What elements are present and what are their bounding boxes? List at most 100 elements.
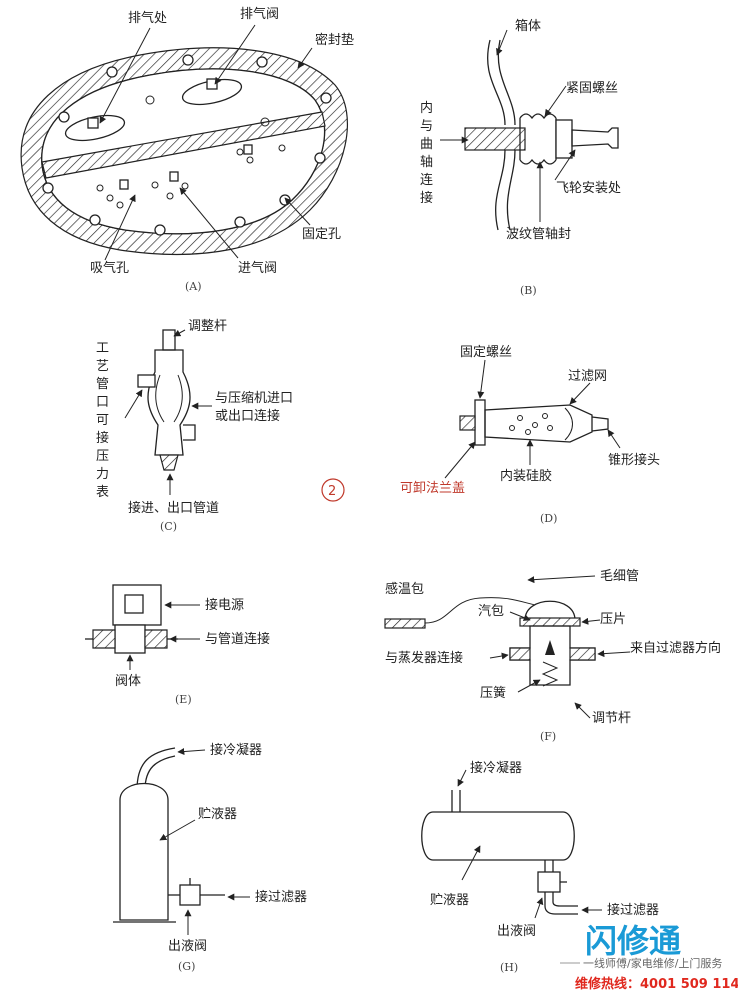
panel-g-caption: (G)	[178, 960, 195, 973]
panel-f-capillary	[424, 597, 541, 624]
panel-a-caption: (A)	[185, 280, 202, 293]
panel-f-label-adjust-rod: 调节杆	[592, 711, 631, 726]
panel-c-side-pipe	[183, 424, 196, 441]
panel-a-label-gasket: 密封垫	[315, 32, 354, 48]
panel-c-tip	[159, 454, 179, 471]
panel-d-flange	[474, 399, 486, 446]
panel-h-caption: (H)	[500, 961, 518, 974]
panel-c: 调整杆 工 艺 管 口 可 接 压 力 表 与压缩机进口 或出口连接 接进、出口…	[96, 319, 293, 533]
panel-d-mesh	[564, 407, 573, 441]
panel-d-label-filter-mesh: 过滤网	[568, 369, 607, 384]
panel-h-outlet-valve	[537, 871, 561, 893]
svg-text:管: 管	[96, 377, 109, 392]
panel-e-label-power: 接电源	[205, 597, 244, 613]
panel-c-label-adjust-rod: 调整杆	[188, 319, 227, 334]
panel-d-caption: (D)	[540, 512, 557, 525]
panel-a-label-exhaust-valve: 排气阀	[240, 6, 279, 22]
panel-c-process-port	[137, 374, 156, 388]
panel-d-label-silica-gel: 内装硅胶	[500, 468, 552, 484]
panel-b-nut	[555, 119, 573, 159]
panel-a-intake-valve-2	[169, 171, 179, 182]
panel-f-caption: (F)	[540, 730, 556, 743]
panel-c-label-compressor-1: 与压缩机进口	[215, 390, 293, 406]
panel-h-receiver	[421, 811, 575, 861]
panel-b-label-fastening-screw: 紧固螺丝	[566, 81, 618, 96]
panel-f-label-evaporator: 与蒸发器连接	[385, 650, 463, 666]
svg-text:力: 力	[96, 467, 109, 482]
panel-d-body	[484, 404, 593, 443]
svg-text:可: 可	[96, 413, 109, 428]
panel-e-caption: (E)	[175, 693, 192, 706]
panel-b-label-box: 箱体	[515, 18, 541, 34]
panel-a-holes	[96, 95, 286, 209]
svg-text:轴: 轴	[420, 155, 433, 170]
panel-d: 固定螺丝 过滤网 可卸法兰盖 内装硅胶 锥形接头 (D)	[400, 345, 660, 525]
panel-a-fixing-holes	[42, 54, 332, 236]
panel-c-inner	[155, 374, 183, 423]
panel-a-label-intake-valve: 进气阀	[238, 260, 277, 276]
panel-f-left-nut	[509, 647, 531, 661]
svg-text:压: 压	[96, 449, 109, 464]
panel-f-label-spring: 压簧	[480, 685, 506, 701]
panel-d-label-removable-flange: 可卸法兰盖	[400, 480, 465, 496]
brand-hotline: 维修热线：4001 509 114	[575, 976, 738, 992]
panel-f-label-capillary: 毛细管	[600, 569, 639, 584]
panel-d-cone	[591, 416, 609, 432]
svg-text:口: 口	[96, 395, 109, 410]
svg-text:曲: 曲	[420, 137, 433, 152]
panel-h-label-outlet-valve: 出液阀	[497, 924, 536, 939]
panel-a-divider	[41, 111, 326, 179]
panel-c-caption: (C)	[160, 520, 177, 533]
panel-h-label-receiver: 贮液器	[430, 893, 469, 908]
panel-h-label-filter: 接过滤器	[607, 902, 659, 918]
svg-text:表: 表	[96, 485, 109, 500]
panel-e-label-pipe: 与管道连接	[205, 631, 270, 647]
panel-f-label-press-plate: 压片	[600, 612, 626, 627]
brand-block: 闪修通 一线师傅/家电维修/上门服务 维修热线：4001 509 114	[560, 922, 738, 992]
panel-g-label-filter: 接过滤器	[255, 889, 307, 905]
panel-b: 箱体 紧固螺丝 内 与 曲 轴 连 接 飞轮安装处 波纹管轴封 (B)	[420, 18, 621, 297]
panel-a: 排气处 排气阀 密封垫 固定孔 吸气孔 进气阀 (A)	[20, 6, 354, 293]
panel-c-body	[147, 349, 191, 456]
panel-a-intake-valve-3	[243, 144, 253, 155]
svg-text:接: 接	[420, 190, 433, 206]
panel-b-caption: (B)	[520, 284, 537, 297]
panel-e-coil-core	[124, 594, 144, 614]
panel-c-label-compressor-2: 或出口连接	[215, 408, 280, 424]
panel-e: 接电源 与管道连接 阀体 (E)	[85, 584, 270, 706]
panel-f-label-bellows: 汽包	[478, 604, 504, 619]
panel-d-silica-dots	[509, 413, 553, 435]
panel-g-outlet-valve	[179, 884, 201, 906]
panel-h-down-pipe	[544, 860, 554, 872]
panel-h-out-pipe	[544, 892, 578, 915]
panel-b-label-flywheel: 飞轮安装处	[556, 181, 621, 196]
panel-h-label-condenser: 接冷凝器	[470, 760, 522, 776]
panel-f-label-sensor-bulb: 感温包	[385, 581, 424, 597]
panel-b-fitting	[571, 127, 619, 149]
brand-name: 闪修通	[585, 922, 681, 960]
panel-a-intake-valve-1	[119, 179, 129, 190]
panel-a-label-fixing-hole: 固定孔	[302, 227, 341, 242]
panel-g: 接冷凝器 贮液器 接过滤器 出液阀 (G)	[113, 742, 307, 973]
panel-b-label-crankshaft: 内 与 曲 轴 连 接	[420, 100, 433, 206]
svg-text:内: 内	[420, 100, 433, 116]
svg-text:与: 与	[420, 119, 433, 134]
panel-e-left-nut	[92, 629, 116, 649]
panel-f-needle	[545, 640, 555, 655]
circled-number: 2	[321, 478, 345, 502]
panel-b-box-wall	[487, 39, 516, 231]
svg-text:连: 连	[420, 172, 433, 188]
svg-text:工: 工	[96, 341, 109, 356]
panel-f-sensor-bulb	[384, 618, 426, 629]
panel-c-label-process-port: 工 艺 管 口 可 接 压 力 表	[96, 341, 109, 500]
panel-a-label-suction-hole: 吸气孔	[90, 260, 129, 276]
panel-e-label-body: 阀体	[115, 674, 141, 689]
panel-d-bolt	[459, 415, 476, 431]
panel-f: 毛细管 感温包 汽包 压片 与蒸发器连接 来自过滤器方向 压簧 调节杆 (F)	[384, 569, 721, 743]
panel-d-label-cone-joint: 锥形接头	[608, 452, 660, 468]
svg-text:艺: 艺	[96, 359, 109, 374]
svg-text:接: 接	[96, 430, 109, 446]
panel-g-label-outlet-valve: 出液阀	[168, 939, 207, 954]
panel-g-receiver	[119, 782, 169, 921]
panel-g-label-condenser: 接冷凝器	[210, 742, 262, 758]
